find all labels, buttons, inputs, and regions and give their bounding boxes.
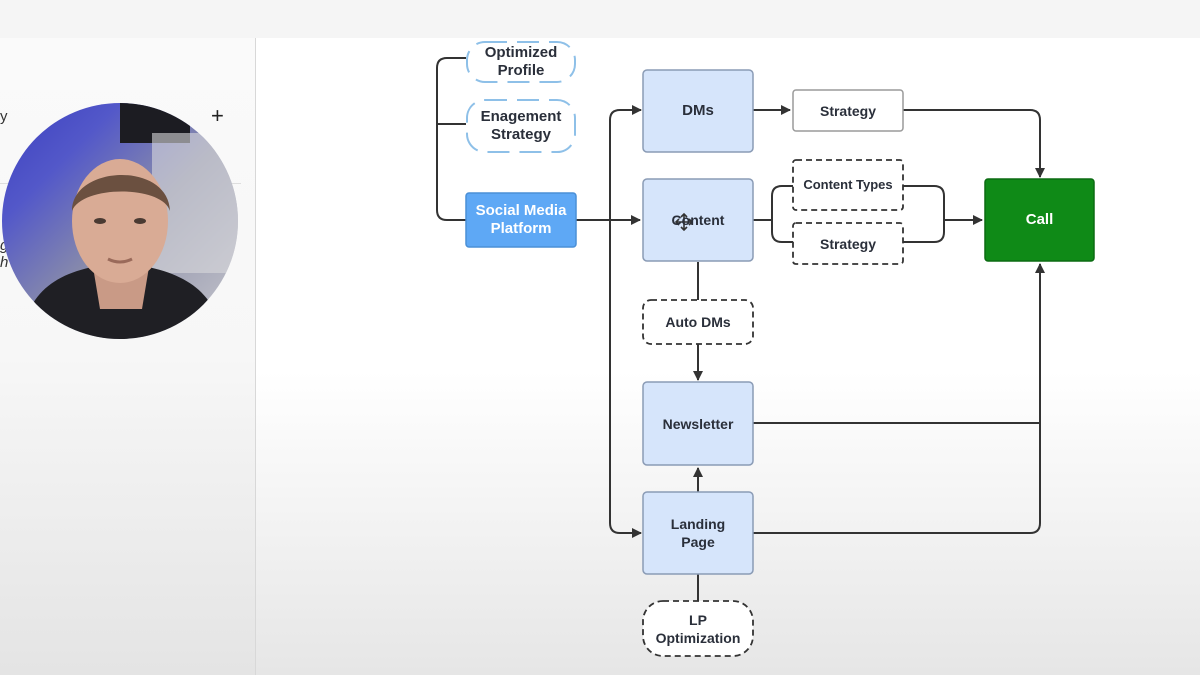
sidebar-text-fragment: h <box>0 254 9 271</box>
sidebar-text-fragment: y <box>0 108 8 125</box>
social-media-platform-node[interactable] <box>465 192 577 248</box>
auto-dms-node[interactable] <box>642 299 754 345</box>
engagement-strategy-label: Enagement Strategy <box>480 108 562 143</box>
connector <box>436 57 466 221</box>
dms-label: DMs <box>682 102 714 119</box>
dms-node[interactable] <box>642 69 754 153</box>
content-node[interactable] <box>642 178 754 262</box>
call-node[interactable] <box>984 178 1095 262</box>
newsletter-label: Newsletter <box>662 415 734 432</box>
content-strategy-node[interactable] <box>792 222 904 265</box>
connector <box>753 263 1045 534</box>
social-media-platform-label: Social Media Platform <box>475 202 567 237</box>
newsletter-node[interactable] <box>642 381 754 466</box>
lp-optimization-node[interactable] <box>642 600 754 657</box>
move-cursor-icon <box>674 212 694 232</box>
content-label: Content <box>671 212 725 228</box>
connector-lines <box>436 57 1045 601</box>
lp-optimization-label: LP Optimization <box>655 611 741 646</box>
connector <box>903 109 1045 178</box>
top-bar <box>0 0 1200 38</box>
content-types-node[interactable] <box>792 159 904 211</box>
connector <box>609 109 640 534</box>
strategy-label: Strategy <box>819 102 877 119</box>
engagement-strategy-node[interactable] <box>466 99 576 153</box>
add-button[interactable]: + <box>211 103 224 128</box>
strategy-node[interactable] <box>792 89 904 132</box>
optimized-profile-label: Optimized Profile <box>484 44 558 79</box>
connector <box>903 185 945 243</box>
optimized-profile-node[interactable] <box>466 41 576 83</box>
landing-page-label: Landing Page <box>670 516 726 550</box>
connector <box>771 185 793 243</box>
content-types-label: Content Types <box>803 177 893 192</box>
content-strategy-label: Strategy <box>819 235 877 252</box>
landing-page-node[interactable] <box>642 491 754 575</box>
call-label: Call <box>1025 211 1054 228</box>
auto-dms-label: Auto DMs <box>665 314 731 330</box>
